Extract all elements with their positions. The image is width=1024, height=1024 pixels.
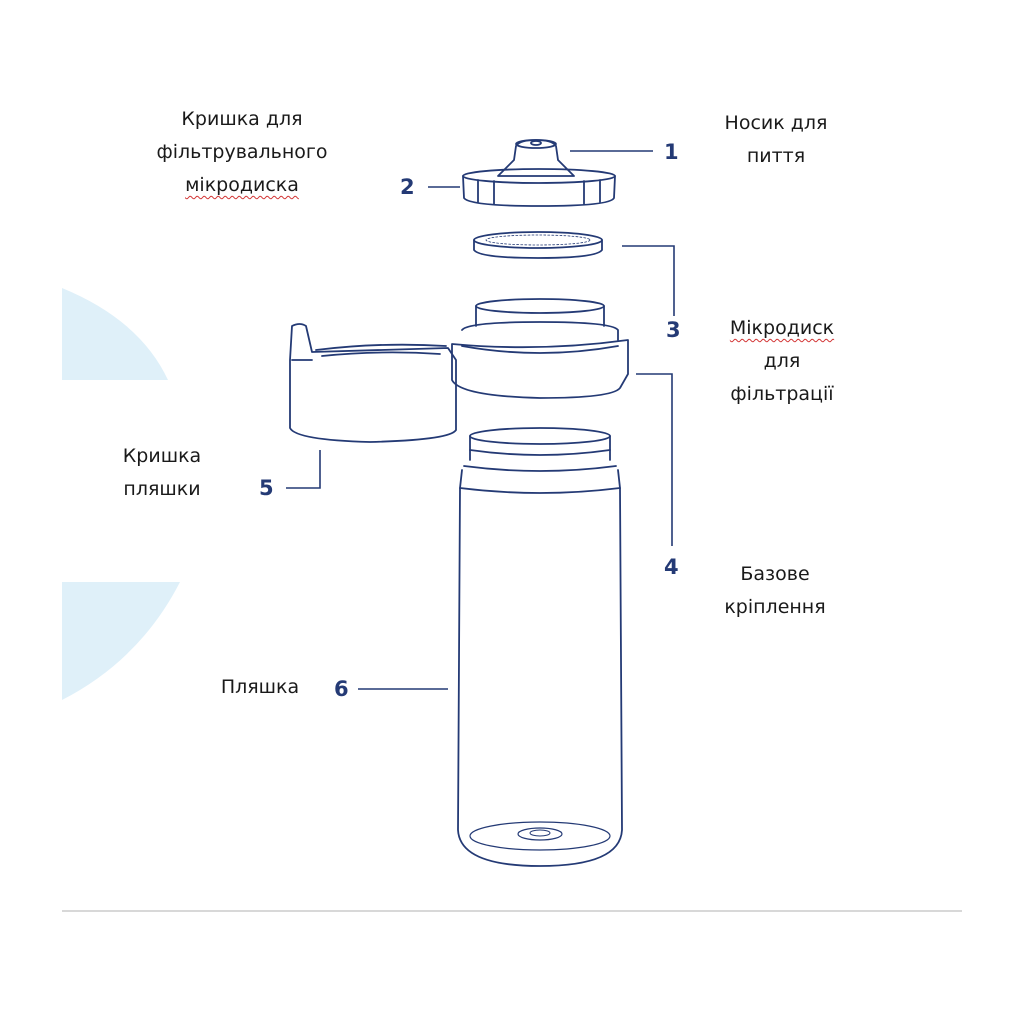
callout-number-1: 1 — [664, 140, 679, 164]
label-line: пляшки — [123, 478, 201, 500]
label-line: Кришка для — [181, 108, 303, 130]
label-line: Базове — [740, 563, 810, 585]
label-line: Мікродиск — [729, 317, 835, 339]
callout-number-5: 5 — [259, 476, 274, 500]
label-line: кріплення — [724, 596, 826, 618]
filter-disk-cap — [462, 168, 616, 207]
label-line: фільтрації — [730, 383, 834, 405]
label-line: Кришка — [122, 445, 202, 467]
part-label-5: Кришка пляшки — [92, 440, 232, 506]
label-line: Пляшка — [220, 676, 300, 698]
bottle-body — [457, 427, 623, 867]
part-label-6: Пляшка — [200, 671, 320, 704]
part-label-4: Базове кріплення — [695, 558, 855, 624]
leader-line-5 — [286, 450, 321, 489]
label-line: пиття — [746, 145, 806, 167]
callout-number-2: 2 — [400, 175, 415, 199]
drinking-spout — [497, 139, 575, 177]
callout-number-6: 6 — [334, 677, 349, 701]
part-label-2: Кришка для фільтрувального мікродиска — [142, 103, 342, 202]
callout-number-4: 4 — [664, 555, 679, 579]
background-arc-shape — [62, 288, 180, 700]
label-line: фільтрувального — [156, 141, 328, 163]
leader-line-4 — [636, 373, 673, 546]
bottle-lid — [289, 323, 457, 443]
filter-micro-disk — [473, 231, 603, 259]
leader-line-3 — [622, 245, 675, 316]
label-line: мікродиска — [185, 174, 299, 196]
base-mount — [451, 298, 629, 399]
part-label-1: Носик для пиття — [696, 107, 856, 173]
label-line: для — [763, 350, 801, 372]
label-line: Носик для — [724, 112, 828, 134]
part-label-3: Мікродиск для фільтрації — [702, 312, 862, 411]
callout-number-3: 3 — [666, 318, 681, 342]
